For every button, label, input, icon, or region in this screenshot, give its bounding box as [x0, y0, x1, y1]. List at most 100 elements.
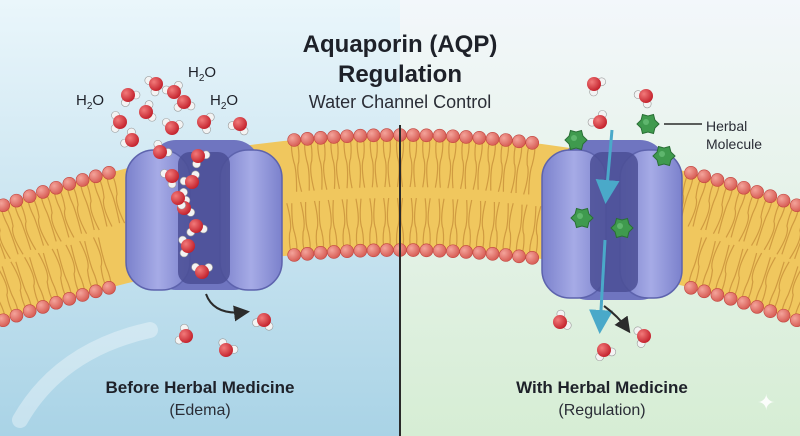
water-molecule — [218, 338, 239, 357]
water-molecule — [120, 127, 139, 148]
lipid-tail — [5, 204, 24, 255]
lipid-tail — [434, 135, 439, 188]
aquaporin-channel-left — [125, 140, 283, 291]
h2o-label: H2O — [210, 92, 239, 112]
water-molecule — [587, 110, 607, 129]
lipid-tail — [0, 242, 6, 260]
lipid-tail — [400, 134, 405, 188]
outflow-arrow-left — [205, 293, 250, 322]
water-molecule — [171, 187, 188, 210]
lipid-head — [75, 288, 90, 302]
lipid-head — [49, 295, 63, 310]
lipid-tail — [712, 183, 729, 234]
lipid-tail — [382, 134, 387, 188]
lipid-tail — [745, 252, 763, 304]
lipid-head — [379, 243, 394, 257]
water-molecule — [139, 100, 157, 122]
right-panel-subtitle: (Regulation) — [558, 402, 646, 419]
h2o-label: H2O — [188, 64, 217, 84]
lipid-tail — [534, 205, 542, 258]
lipid-head — [89, 169, 103, 184]
left-panel-subtitle: (Edema) — [169, 402, 231, 419]
outflow-arrow-right — [603, 305, 631, 334]
lipid-head — [366, 128, 381, 143]
lipid-tail — [313, 200, 319, 253]
lipid-tail — [732, 248, 749, 300]
lipid-head — [485, 247, 500, 261]
lipid-head — [36, 185, 50, 199]
water-molecule — [144, 76, 163, 97]
lipid-head — [432, 243, 447, 258]
lipid-tail — [97, 176, 113, 227]
lipid-tail — [687, 176, 703, 227]
lipid-tail — [794, 242, 800, 260]
lipid-tail — [725, 187, 742, 238]
lipid-tail — [395, 134, 400, 188]
lipid-head — [499, 248, 513, 262]
lipid-tail — [459, 136, 465, 189]
herbal-molecule-icon — [564, 129, 588, 151]
lipid-tail — [51, 248, 68, 300]
lipid-tail — [700, 179, 716, 231]
lipid-tail — [369, 198, 373, 251]
lipid-tail — [400, 197, 405, 251]
lipid-head — [287, 133, 301, 147]
lipid-tail — [510, 141, 518, 194]
lipid-tail — [31, 195, 50, 246]
lipid-heads — [0, 128, 800, 328]
lipid-tail — [692, 237, 708, 289]
water-molecule — [553, 309, 572, 330]
lipid-tail — [427, 198, 431, 251]
herbal-molecule-icon — [636, 113, 660, 135]
lipid-head — [75, 173, 90, 187]
right-panel-title: With Herbal Medicine — [516, 378, 688, 397]
lipid-tail — [0, 227, 11, 260]
sparkle-icon: ✦ — [757, 390, 776, 415]
water-molecule — [186, 219, 208, 237]
lipid-tail — [468, 199, 473, 253]
lipid-head — [737, 180, 751, 195]
lipid-head — [459, 245, 473, 259]
lipid-head — [353, 128, 368, 143]
water-molecule — [191, 262, 213, 279]
water-molecule — [179, 170, 200, 189]
lipid-tail — [335, 136, 341, 189]
lipid-tail — [327, 199, 332, 253]
lipid-head — [353, 243, 368, 258]
lipid-head — [62, 291, 77, 306]
water-molecules — [110, 76, 653, 362]
water-molecule — [191, 149, 211, 169]
lipid-head — [9, 193, 24, 208]
lipid-head — [36, 300, 50, 314]
lipid-tail — [441, 198, 445, 251]
lipid-tail — [472, 137, 478, 190]
lipid-head — [512, 134, 526, 149]
lipid-head — [750, 300, 764, 314]
lipid-head — [419, 128, 434, 143]
lipid-head — [300, 132, 315, 146]
lipid-head — [379, 128, 394, 142]
lipid-head — [776, 308, 791, 323]
lipid-tail — [387, 134, 391, 188]
aquaporin-channel-right — [541, 140, 683, 300]
lipid-tail — [355, 198, 359, 251]
lipid-tail — [92, 237, 108, 289]
lipid-head — [525, 251, 540, 265]
water-molecule — [110, 111, 127, 133]
lipid-head — [446, 129, 460, 144]
lipid-head — [710, 288, 725, 302]
lipid-head — [22, 304, 37, 318]
lipid-head — [776, 193, 791, 208]
lipid-head — [89, 284, 103, 299]
herbal-molecule-icon — [652, 145, 676, 167]
lipid-head — [697, 169, 711, 184]
water-molecule — [173, 95, 196, 112]
lipid-tail — [759, 257, 776, 308]
lipid-tail — [494, 201, 500, 254]
lipid-tail — [84, 179, 100, 231]
lipid-head — [750, 185, 764, 199]
lipid-tail — [485, 138, 491, 191]
lipid-head — [723, 291, 738, 306]
